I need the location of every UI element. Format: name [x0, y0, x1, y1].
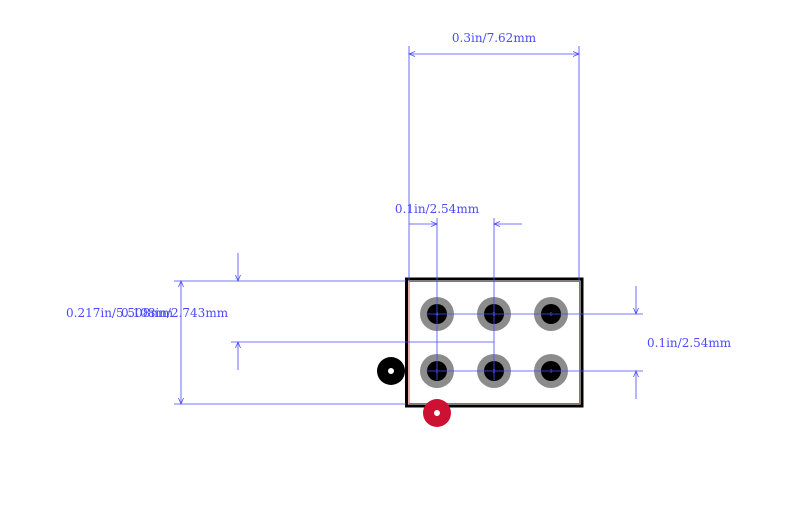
offset-arrow-upper	[235, 274, 241, 283]
dimension-labels: 0.3in/7.62mm 0.1in/2.54mm 0.217in/5.508m…	[66, 31, 732, 350]
offset-arrow-lower	[235, 340, 241, 349]
height-label-b: 0.108in/2.743mm	[121, 306, 229, 320]
pitch-y-arrow-lower	[633, 369, 639, 378]
pitch-y-arrow-upper	[633, 307, 639, 316]
height-arrow-top	[178, 279, 184, 288]
pitch-x-arrow-right	[492, 221, 501, 227]
origin-marker-inner	[434, 410, 440, 416]
pad-number: 6	[549, 312, 552, 318]
height-label-a: 0.217in/5.508mm	[66, 306, 174, 320]
origin-marker	[423, 399, 451, 427]
height-arrow-bottom	[178, 397, 184, 406]
width-arrow-left	[407, 51, 416, 57]
width-label: 0.3in/7.62mm	[452, 31, 537, 45]
pitch-y-label: 0.1in/2.54mm	[647, 336, 732, 350]
width-arrow-right	[572, 51, 581, 57]
pitch-x-label: 0.1in/2.54mm	[395, 202, 480, 216]
dimension-lines	[174, 46, 643, 406]
pad-number: 3	[549, 369, 552, 375]
pitch-x-arrow-left	[430, 221, 439, 227]
pin1-marker	[377, 357, 405, 385]
pin1-marker-inner	[388, 368, 394, 374]
